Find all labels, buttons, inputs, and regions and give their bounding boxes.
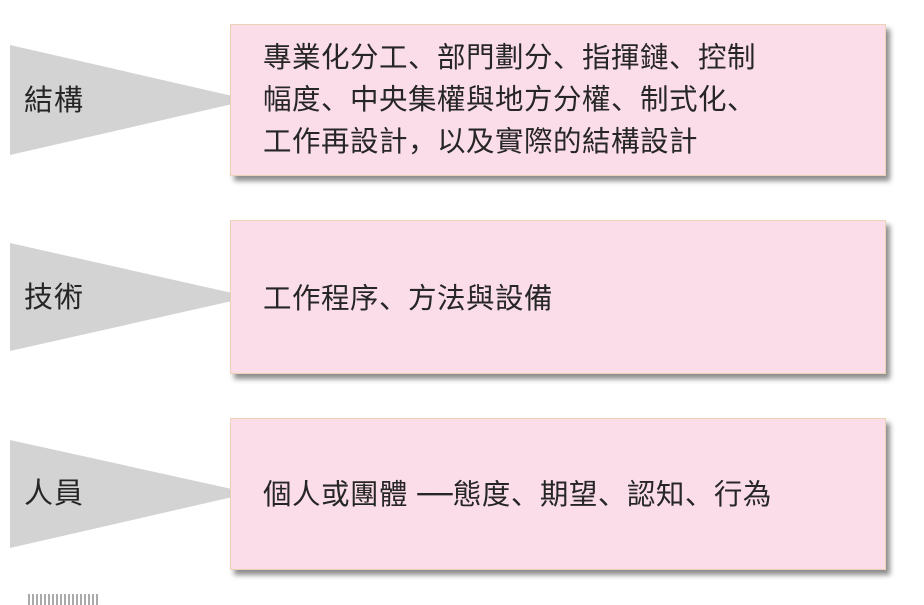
pointer-arrow-shape (10, 440, 250, 548)
category-label-technology: 技術 (24, 280, 85, 314)
description-text-people: 個人或團體 ──態度、期望、認知、行為 (263, 478, 772, 511)
description-card-technology: 工作程序、方法與設備 (230, 220, 886, 374)
description-text-technology: 工作程序、方法與設備 (263, 282, 554, 315)
pointer-arrow-shape (10, 45, 250, 155)
description-card-people: 個人或團體 ──態度、期望、認知、行為 (230, 418, 886, 570)
diagram-row-people: 人員 個人或團體 ──態度、期望、認知、行為 (0, 400, 924, 605)
diagram-row-technology: 技術 工作程序、方法與設備 (0, 200, 924, 400)
category-label-structure: 結構 (24, 83, 85, 117)
description-text-structure: 專業化分工、部門劃分、指揮鏈、控制 幅度、中央集權與地方分權、制式化、 工作再設… (263, 41, 757, 158)
description-card-structure: 專業化分工、部門劃分、指揮鏈、控制 幅度、中央集權與地方分權、制式化、 工作再設… (230, 24, 886, 176)
pointer-arrow-shape (10, 243, 250, 351)
category-label-people: 人員 (24, 476, 85, 510)
cropped-footer-mark (28, 594, 98, 605)
diagram-row-structure: 結構 專業化分工、部門劃分、指揮鏈、控制 幅度、中央集權與地方分權、制式化、 工… (0, 0, 924, 200)
